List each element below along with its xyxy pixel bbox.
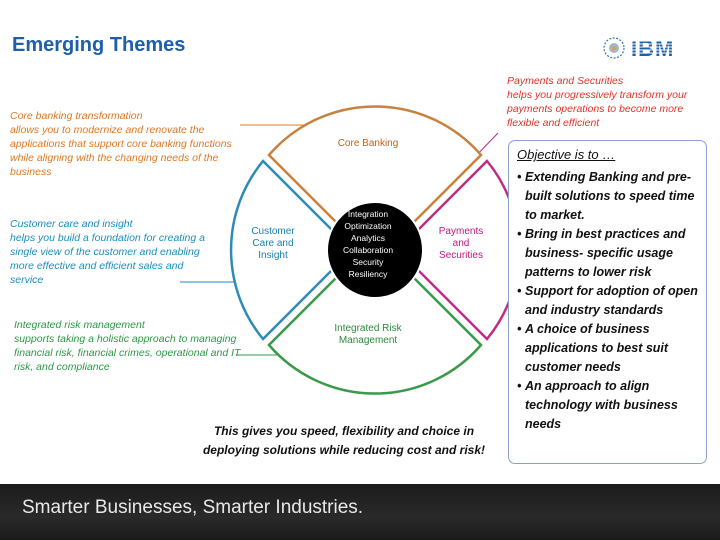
objective-item: •Support for adoption of open and indust… [517,284,698,317]
objective-item: •An approach to align technology with bu… [517,379,678,431]
ibm-wordmark: IBM [630,36,700,61]
ibm-logo: IBM [603,36,700,61]
globe-icon [603,37,625,59]
customer-care-label: Customer Care and Insight [251,226,295,261]
integrated-risk-label: Integrated Risk Management [334,323,402,346]
objective-item: •A choice of business applications to be… [517,322,669,374]
objective-heading: Objective is to … [517,147,616,162]
objective-list: •Extending Banking and pre-built solutio… [517,168,698,434]
objective-box: Objective is to … •Extending Banking and… [508,140,707,464]
payments-note: Payments and Securities helps you progre… [507,75,688,129]
core-banking-label: Core Banking [337,138,399,149]
center-hub [326,201,424,299]
objective-item: •Extending Banking and pre-built solutio… [517,170,695,222]
customer-care-note: Customer care and insight helps you buil… [10,218,205,286]
summary-statement: This gives you speed, flexibility and ch… [202,424,486,457]
core-banking-note: Core banking transformation allows you t… [10,110,232,178]
themes-diagram [229,105,521,395]
payments-label: Payments and Securities [438,226,484,261]
footer-bar [0,484,720,540]
objective-item: •Bring in best practices and business- s… [517,227,686,279]
center-capabilities: Integration Optimization Analytics Colla… [342,209,394,279]
footer-tagline: Smarter Businesses, Smarter Industries. [22,497,364,518]
page-title: Emerging Themes [12,34,186,56]
risk-management-note: Integrated risk management supports taki… [14,319,241,373]
svg-text:IBM: IBM [631,36,674,61]
